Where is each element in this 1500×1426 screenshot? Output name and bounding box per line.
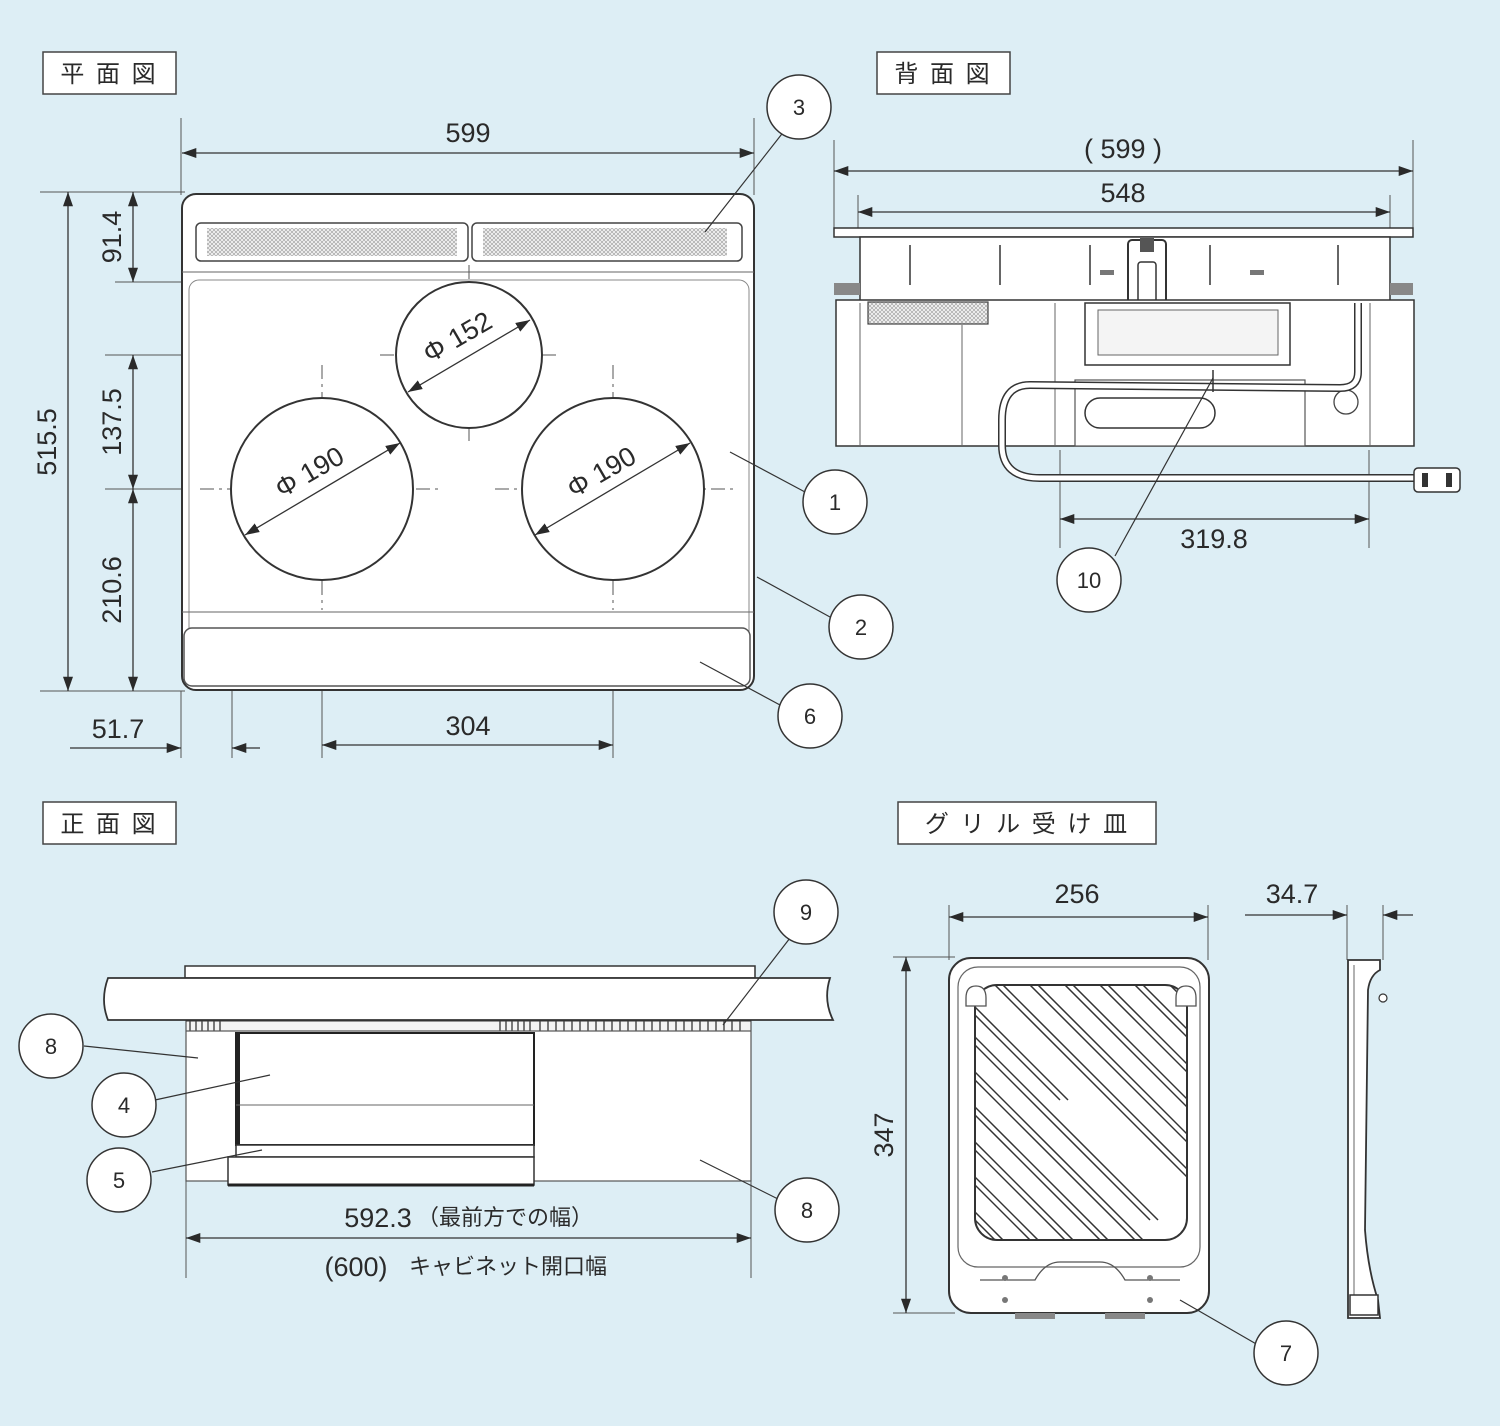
burner-offset-dimension: 137.5 — [97, 388, 127, 456]
small-burner-circle — [395, 281, 543, 429]
back-view-title: 背 面 図 — [876, 51, 1011, 95]
callout-4: 4 — [91, 1072, 157, 1138]
plan-width-dimension: 599 — [445, 118, 490, 148]
svg-text:1: 1 — [829, 490, 841, 515]
callout-7: 7 — [1253, 1320, 1319, 1386]
back-view: ( 599 ) 548 — [833, 134, 1461, 613]
left-offset-dimension: 51.7 — [92, 714, 145, 744]
front-view: 592.3 （最前方での幅） (600) キャビネット開口幅 8 4 5 8 — [18, 879, 840, 1282]
svg-text:4: 4 — [118, 1093, 130, 1118]
svg-text:9: 9 — [800, 900, 812, 925]
grill-width-dimension: 256 — [1054, 879, 1099, 909]
back-body-width: 548 — [1100, 178, 1145, 208]
plan-view: Φ 152 Φ 190 Φ 190 599 515.5 91.4 137.5 2… — [32, 74, 894, 758]
svg-text:平 面 図: 平 面 図 — [60, 60, 157, 88]
callout-9: 9 — [773, 879, 839, 945]
callout-8-right: 8 — [774, 1177, 840, 1243]
front-width-note: （最前方での幅） — [417, 1206, 593, 1231]
grill-depth-dimension: 347 — [869, 1112, 899, 1157]
cabinet-opening-note: キャビネット開口幅 — [409, 1255, 607, 1280]
cabinet-opening-dimension: (600) — [324, 1252, 387, 1282]
vent-depth-dimension: 91.4 — [97, 211, 127, 264]
svg-text:8: 8 — [801, 1198, 813, 1223]
callout-1: 1 — [802, 469, 868, 535]
svg-text:3: 3 — [793, 95, 805, 120]
callout-5: 5 — [86, 1147, 152, 1213]
plan-view-title: 平 面 図 — [42, 51, 177, 95]
svg-text:背 面 図: 背 面 図 — [894, 60, 991, 88]
back-total-width: ( 599 ) — [1084, 134, 1162, 164]
grill-tray-view: 256 347 34.7 — [869, 879, 1413, 1386]
svg-text:7: 7 — [1280, 1341, 1292, 1366]
callout-3: 3 — [766, 74, 832, 140]
burner-spacing-dimension: 304 — [445, 711, 490, 741]
svg-text:グ リ ル 受 け 皿: グ リ ル 受 け 皿 — [925, 810, 1129, 838]
callout-10: 10 — [1056, 547, 1122, 613]
svg-text:10: 10 — [1077, 568, 1101, 593]
svg-text:6: 6 — [804, 704, 816, 729]
grill-tray-title: グ リ ル 受 け 皿 — [897, 801, 1157, 845]
plan-depth-dimension: 515.5 — [32, 408, 62, 476]
svg-text:8: 8 — [45, 1034, 57, 1059]
power-plug-icon — [1413, 467, 1461, 493]
grill-height-dimension: 34.7 — [1266, 879, 1319, 909]
svg-text:2: 2 — [855, 615, 867, 640]
callout-6: 6 — [777, 683, 843, 749]
front-view-title: 正 面 図 — [42, 801, 177, 845]
cord-position-dimension: 319.8 — [1180, 524, 1248, 554]
front-depth-dimension: 210.6 — [97, 556, 127, 624]
svg-text:正 面 図: 正 面 図 — [60, 810, 157, 838]
callout-2: 2 — [828, 594, 894, 660]
callout-8-left: 8 — [18, 1013, 84, 1079]
front-width-dimension: 592.3 — [344, 1203, 412, 1233]
svg-text:5: 5 — [113, 1168, 125, 1193]
